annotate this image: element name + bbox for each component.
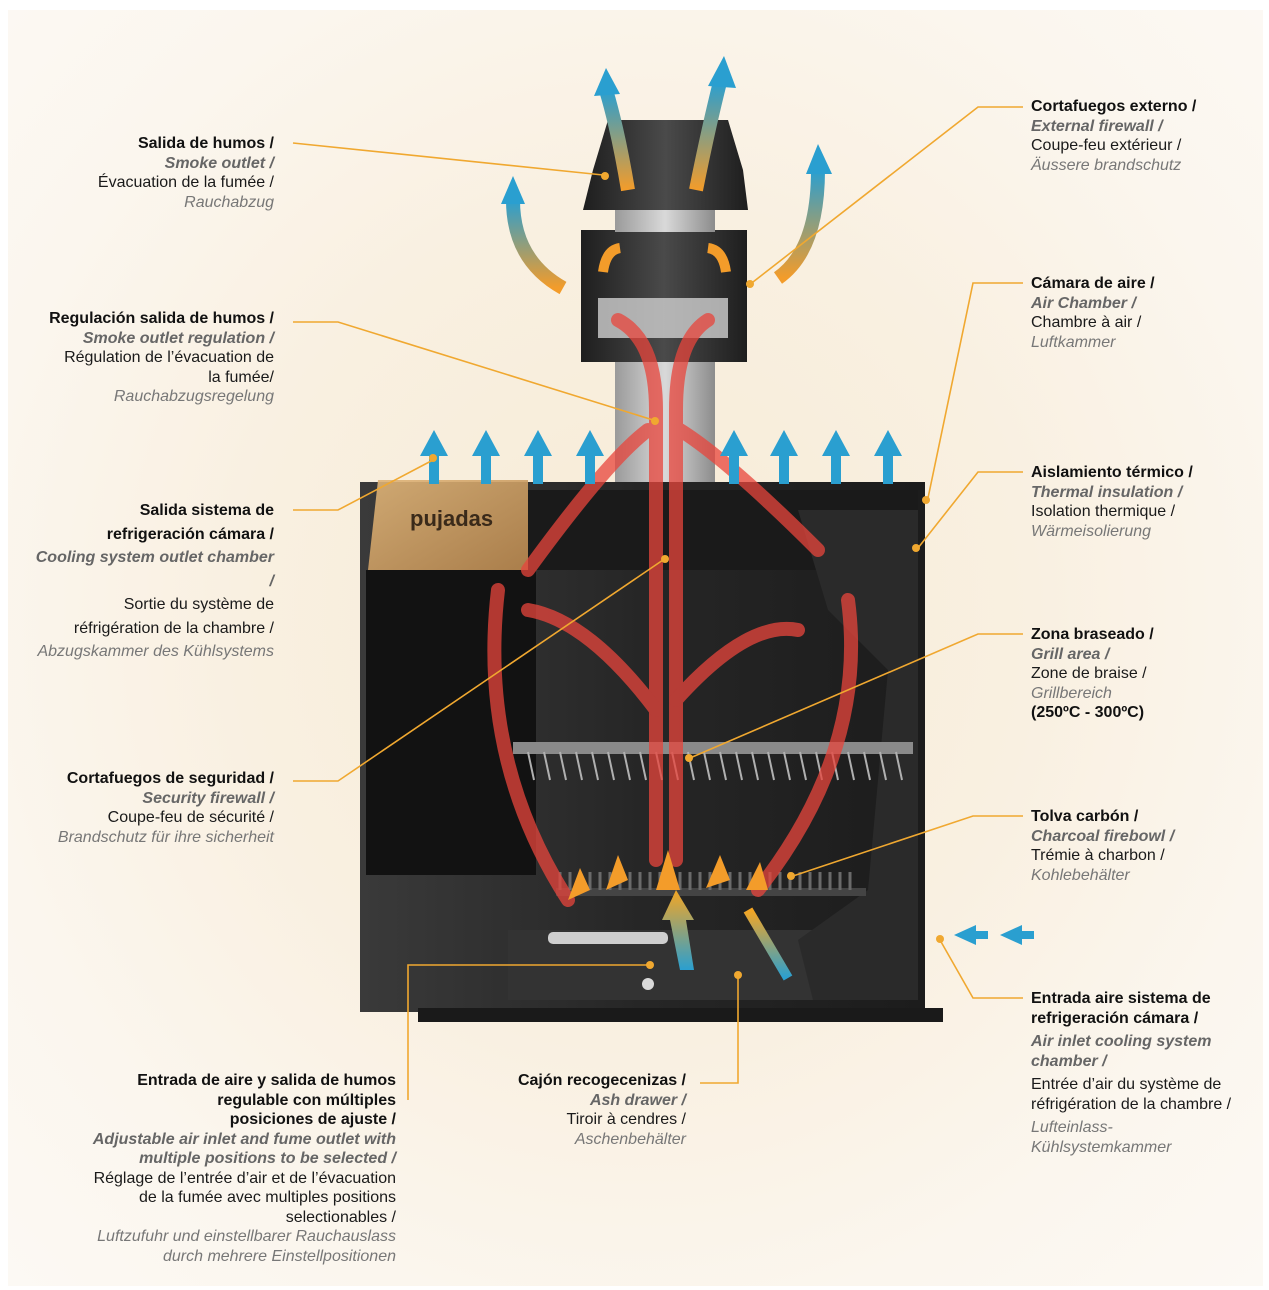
exhaust-arrow-far-left xyxy=(506,199,567,295)
grill-grate-bar xyxy=(895,751,903,781)
brand-logo: pujadas xyxy=(410,506,493,531)
flame-arrow-5 xyxy=(746,862,768,890)
flame-arrow-3 xyxy=(656,850,680,890)
grill-grate-bar xyxy=(639,751,647,781)
grill-grate-bar xyxy=(575,751,583,781)
exhaust-arrow-left xyxy=(599,87,635,192)
grill-grate-bar xyxy=(783,751,791,781)
grill-grate-bar xyxy=(607,751,615,781)
cold-air-inlet xyxy=(662,890,1034,981)
hot-air-flow xyxy=(487,313,859,907)
grill-grate-bar xyxy=(719,751,727,781)
grill-grate-bar xyxy=(527,751,535,781)
air-inlet-arrow-center xyxy=(662,890,694,970)
flame-arrow-1 xyxy=(568,868,590,900)
grill-grate-bar xyxy=(847,751,855,781)
leader-smoke-outlet xyxy=(292,142,604,176)
exhaust-arrow-right xyxy=(689,80,727,192)
leader-air-inlet-cooling xyxy=(939,939,1023,999)
copper-top-panel xyxy=(368,480,528,570)
grill-grate-bar xyxy=(863,751,871,781)
label-external-firewall: Cortafuegos externo / External firewall … xyxy=(1031,98,1197,174)
hot-flow-inner-left xyxy=(521,603,663,717)
hot-flow-right xyxy=(751,593,859,897)
air-inlet-arrow-right xyxy=(743,907,793,981)
rain-cap xyxy=(583,120,748,210)
leader-air-chamber xyxy=(927,282,1023,499)
leader-charcoal-firebowl xyxy=(792,815,1023,877)
leader-air-inlet-adjust xyxy=(407,964,648,1100)
grill-grate-bar xyxy=(623,751,631,781)
flue-pipe xyxy=(615,360,715,490)
base-plinth xyxy=(418,1008,943,1022)
label-charcoal-firebowl: Tolva carbón / Charcoal firebowl / Trémi… xyxy=(1031,808,1175,884)
grill-grate-bar xyxy=(559,751,567,781)
cooling-outlet-arrow xyxy=(874,430,902,484)
grill-grate-bar xyxy=(799,751,807,781)
exhaust-arrow-far-right xyxy=(773,169,825,284)
diagram-canvas: pujadas xyxy=(8,10,1263,1286)
label-air-chamber: Cámara de aire / Air Chamber / Chambre à… xyxy=(1031,275,1155,351)
label-air-inlet-adjust: Entrada de aire y salida de humos regula… xyxy=(92,1072,396,1265)
grill-grate-bar xyxy=(735,751,743,781)
grill-grate-bar xyxy=(591,751,599,781)
label-grill-area: Zona braseado / Grill area / Zone de bra… xyxy=(1031,626,1154,721)
grill-grate-bar xyxy=(703,751,711,781)
leader-grill-area xyxy=(689,633,1023,759)
cooling-outlet-arrow xyxy=(822,430,850,484)
label-cooling-outlet: Salida sistema de refrigeración cámara /… xyxy=(35,502,274,660)
leader-smoke-regulation xyxy=(293,321,654,421)
flame-arrow-2 xyxy=(606,855,628,890)
grill-grate-bar xyxy=(751,751,759,781)
cooling-outlet-arrow xyxy=(472,430,500,484)
grill-grate-bar xyxy=(879,751,887,781)
insulated-side-wall xyxy=(798,510,918,1000)
cooling-outlet-arrow xyxy=(524,430,552,484)
flame-arrow-4 xyxy=(706,855,730,888)
label-smoke-outlet: Salida de humos / Smoke outlet / Évacuat… xyxy=(97,135,274,211)
hot-flow-top-left xyxy=(521,423,655,577)
label-security-firewall: Cortafuegos de seguridad / Security fire… xyxy=(57,770,274,846)
hot-flow-center-left xyxy=(611,313,663,867)
label-air-inlet-cooling: Entrada aire sistema de refrigeración cá… xyxy=(1031,990,1232,1156)
charcoal-grate-frame xyxy=(556,888,866,896)
label-thermal-insulation: Aislamiento térmico / Thermal insulation… xyxy=(1031,464,1193,540)
cooling-outlet-arrow xyxy=(720,430,748,484)
cooling-outlet-arrow xyxy=(420,430,448,484)
cooling-outlet-arrow xyxy=(576,430,604,484)
drawer-handle xyxy=(548,932,668,944)
leader-lines xyxy=(292,106,1023,1100)
cooling-outlet-arrow xyxy=(770,430,798,484)
door-glass xyxy=(366,570,536,875)
leader-cooling-outlet xyxy=(293,459,434,511)
label-ash-drawer: Cajón recogecenizas / Ash drawer / Tiroi… xyxy=(517,1072,686,1148)
leader-external-firewall xyxy=(752,106,1023,283)
side-inlet-arrow-2 xyxy=(1000,925,1034,945)
flame-arrows xyxy=(568,850,768,900)
label-smoke-outlet-regulation: Regulación salida de humos / Smoke outle… xyxy=(49,310,274,405)
cooling-outlet-arrows xyxy=(420,430,902,484)
leader-thermal-insulation xyxy=(917,471,1023,549)
hot-flow-inner-right xyxy=(669,621,805,707)
leader-ash-drawer xyxy=(700,975,739,1084)
hot-flow-left xyxy=(487,583,575,907)
drawer-knob xyxy=(642,978,654,990)
grill-grate-bar xyxy=(767,751,775,781)
leader-security-firewall xyxy=(293,559,664,782)
grill-grate-bar xyxy=(543,751,551,781)
hot-flow-center-right xyxy=(669,313,715,867)
side-inlet-arrow-1 xyxy=(954,925,988,945)
smoke-exhaust-arrows xyxy=(501,56,832,295)
oven-cutaway-illustration: pujadas xyxy=(292,56,1034,1100)
